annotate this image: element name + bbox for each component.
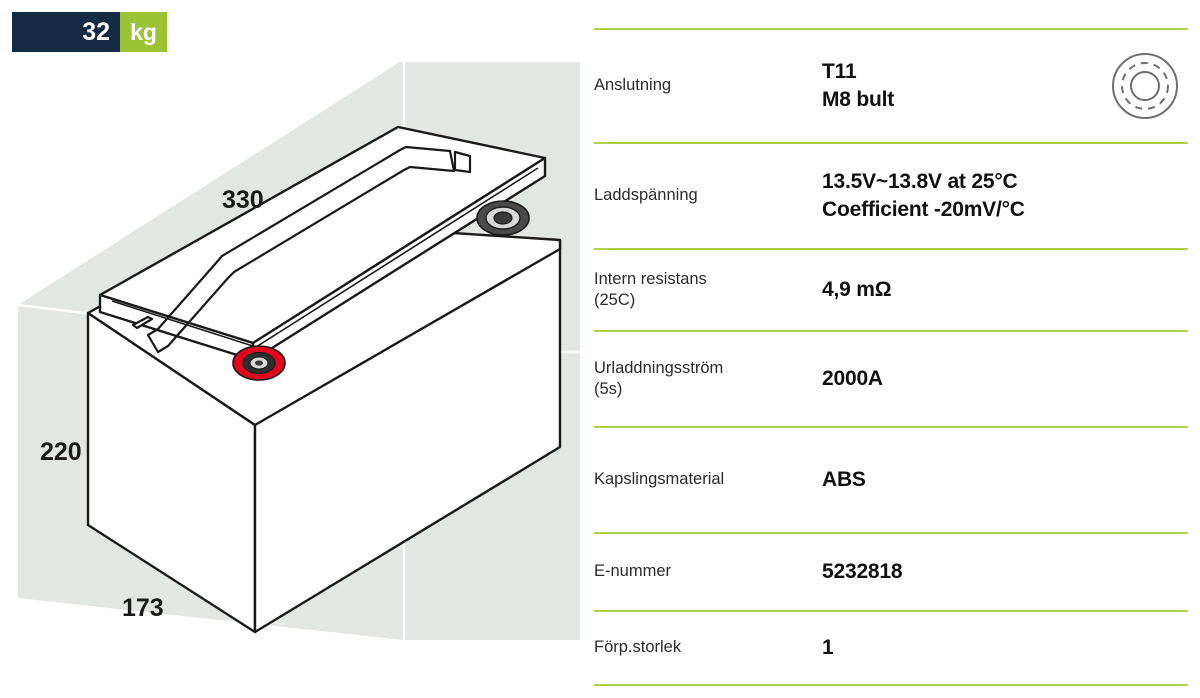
divider-1 [594,142,1188,144]
weight-badge-unit: kg [120,12,167,52]
spec-label: Förp.storlek [594,638,682,657]
spec-value: T11 M8 bult [822,58,1102,113]
table-row: E-nummer 5232818 [594,534,1188,610]
battery-isometric-svg: 330 220 173 [17,62,580,640]
table-row: Förp.storlek 1 [594,612,1188,684]
positive-terminal [232,345,286,381]
spec-label: Intern resistans (25C) [594,269,822,311]
spec-label: Anslutning [594,76,672,95]
divider-top [594,28,1188,30]
battery-illustration-panel: 330 220 173 [0,0,580,698]
spec-value-line2: Coefficient -20mV/°C [822,198,1025,221]
dimension-label-depth: 173 [122,594,164,622]
spec-value-line1: 13.5V~13.8V at 25°C [822,170,1018,194]
table-row: Laddspänning 13.5V~13.8V at 25°C Coeffic… [594,144,1188,248]
spec-value: 13.5V~13.8V at 25°C Coefficient -20mV/°C [822,168,1188,223]
divider-2 [594,248,1188,250]
battery-handle-recess [131,145,472,354]
table-row: Urladdningsström (5s) 2000A [594,332,1188,426]
spec-icon-cell [1102,50,1188,122]
spec-label: Urladdningsström (5s) [594,358,822,400]
specification-table: Anslutning T11 M8 bult Laddspänning 13.5… [594,0,1188,698]
divider-3 [594,330,1188,332]
spec-value: 5232818 [822,560,903,584]
divider-4 [594,426,1188,428]
weight-badge-value: 32 [12,12,120,52]
negative-terminal [476,200,530,236]
spec-value-line2: M8 bult [822,88,895,111]
spec-label-line2: (25C) [594,291,636,309]
battery-terminal-icon [1112,53,1178,119]
divider-bottom [594,684,1188,686]
table-row: Kapslingsmaterial ABS [594,428,1188,532]
table-row: Anslutning T11 M8 bult [594,30,1188,142]
table-row: Intern resistans (25C) 4,9 mΩ [594,250,1188,330]
spec-value: ABS [822,468,866,492]
spec-label-line1: Urladdningsström [594,358,724,377]
divider-5 [594,532,1188,534]
dimension-label-height: 220 [40,438,82,466]
spec-label-line1: Intern resistans [594,269,707,288]
spec-value: 1 [822,636,834,660]
spec-label: E-nummer [594,562,672,581]
spec-label: Kapslingsmaterial [594,470,725,489]
spec-label: Laddspänning [594,186,698,205]
weight-badge: 32 kg [12,12,167,52]
spec-value-line1: T11 [822,60,857,84]
spec-label-line2: (5s) [594,380,623,398]
spec-value: 4,9 mΩ [822,278,892,302]
battery-lid [98,125,547,362]
dimension-label-length: 330 [222,186,264,214]
divider-6 [594,610,1188,612]
spec-value: 2000A [822,367,883,391]
